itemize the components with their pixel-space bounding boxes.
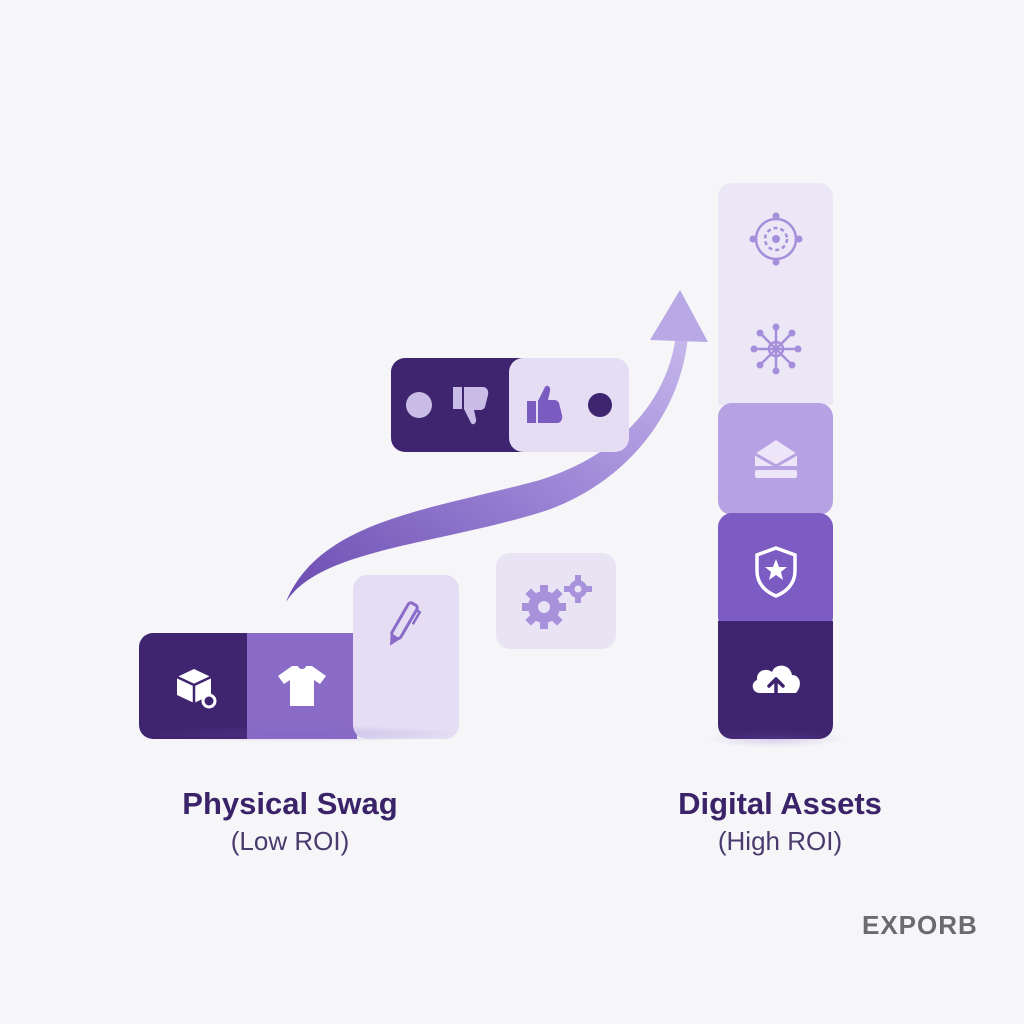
tshirt-icon — [276, 662, 328, 710]
toggle-left-half — [391, 358, 523, 452]
physical-swag-subtitle: (Low ROI) — [230, 826, 350, 856]
digital-assets-title: Digital Assets — [678, 786, 882, 821]
digital-assets-stack — [718, 183, 833, 739]
toggle-knob-icon — [405, 391, 433, 419]
box-tile — [139, 633, 249, 739]
toggle-right-half — [509, 358, 629, 452]
physical-swag-title: Physical Swag — [182, 786, 398, 821]
toggle-dot-icon — [587, 392, 613, 418]
envelope-tile — [718, 403, 833, 515]
digital-assets-subtitle: (High ROI) — [717, 826, 843, 856]
pen-icon — [382, 597, 422, 653]
cloud-upload-icon — [746, 655, 806, 705]
gears-tile — [496, 553, 616, 649]
thumbs-up-icon — [523, 381, 571, 429]
shield-star-icon — [751, 544, 801, 600]
pen-tile — [353, 575, 459, 739]
physical-swag-group — [139, 575, 459, 743]
box-tag-icon — [167, 659, 221, 713]
thumbs-down-icon — [447, 381, 495, 429]
arrow-head — [650, 290, 708, 342]
arrow-body — [286, 335, 688, 602]
network-icon — [749, 322, 803, 376]
gears-icon — [514, 569, 598, 633]
brand-logo: EXPORB — [862, 910, 978, 940]
feedback-toggle[interactable] — [391, 358, 629, 452]
cloud-tile — [718, 621, 833, 739]
target-icon — [749, 212, 803, 266]
tshirt-tile — [247, 633, 357, 739]
envelope-icon — [751, 436, 801, 482]
shield-tile — [718, 513, 833, 631]
target-network-tile — [718, 183, 833, 405]
